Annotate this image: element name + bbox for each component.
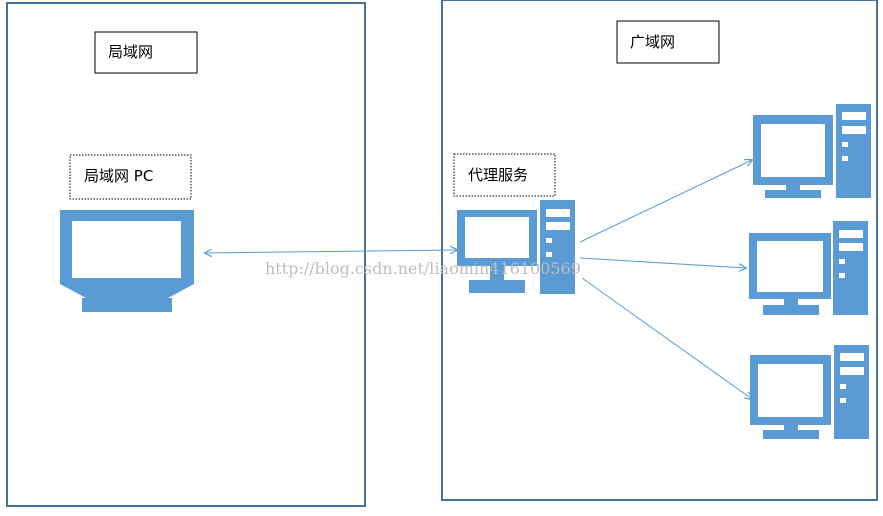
desktop-computer-icon [753, 104, 871, 198]
lan-pc-label: 局域网 PC [69, 154, 192, 200]
desktop-computer-icon [750, 345, 869, 439]
desktop-computer-icon [457, 200, 575, 294]
lan-title-text: 局域网 [108, 43, 153, 61]
proxy-wan-connector-1 [579, 160, 752, 243]
lan-proxy-connector [205, 250, 457, 253]
wan-title-text: 广域网 [630, 33, 675, 51]
monitor-icon [60, 210, 194, 312]
proxy-label-text: 代理服务 [468, 166, 528, 184]
lan-pc-label-text: 局域网 PC [84, 167, 153, 185]
proxy-wan-connector-3 [581, 277, 752, 399]
proxy-label: 代理服务 [453, 153, 556, 197]
proxy-wan-connector-2 [579, 257, 746, 268]
desktop-computer-icon [749, 221, 868, 315]
wan-title: 广域网 [616, 20, 720, 64]
watermark: http://blog.csdn.net/liaomin416100569 [265, 259, 581, 278]
lan-title: 局域网 [94, 31, 198, 74]
